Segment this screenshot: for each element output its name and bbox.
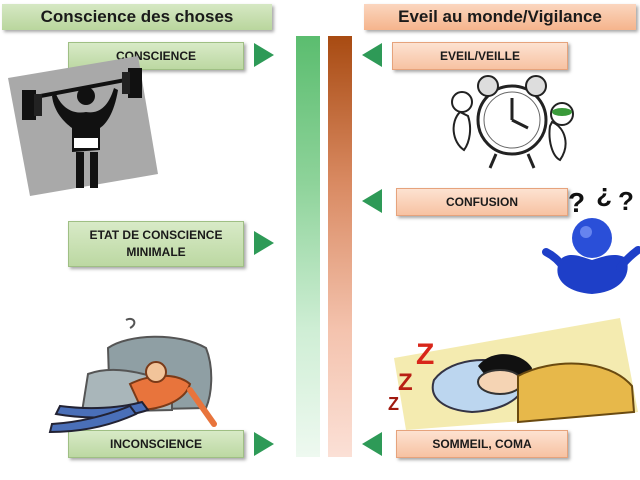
box-eveil-veille: EVEIL/VEILLE bbox=[392, 42, 568, 70]
svg-text:?: ? bbox=[568, 187, 585, 218]
svg-text:Z: Z bbox=[416, 338, 434, 371]
arrow-left-icon bbox=[362, 43, 382, 67]
conscience-gradient-bar bbox=[296, 36, 320, 457]
fainted-man-illustration bbox=[48, 318, 217, 434]
sleeping-child-illustration: Z Z Z bbox=[388, 318, 638, 430]
vigilance-gradient-bar bbox=[328, 36, 352, 457]
header-conscience: Conscience des choses bbox=[2, 4, 272, 30]
arrow-right-icon bbox=[254, 231, 274, 255]
box-etat-conscience-minimale: ETAT DE CONSCIENCE MINIMALE bbox=[68, 221, 244, 267]
arrow-right-icon bbox=[254, 432, 274, 456]
weightlifter-illustration bbox=[8, 56, 158, 196]
svg-text:?: ? bbox=[596, 182, 612, 212]
arrow-left-icon bbox=[362, 189, 382, 213]
box-inconscience: INCONSCIENCE bbox=[68, 430, 244, 458]
arrow-left-icon bbox=[362, 432, 382, 456]
svg-text:?: ? bbox=[618, 186, 634, 216]
svg-text:Z: Z bbox=[398, 369, 413, 396]
header-eveil: Eveil au monde/Vigilance bbox=[364, 4, 636, 30]
box-sommeil-coma: SOMMEIL, COMA bbox=[396, 430, 568, 458]
svg-text:Z: Z bbox=[388, 394, 399, 414]
alarm-clock-illustration bbox=[451, 75, 574, 169]
arrow-right-icon bbox=[254, 43, 274, 67]
box-confusion: CONFUSION bbox=[396, 188, 568, 216]
confused-figure-illustration: ? ? ? bbox=[542, 182, 640, 294]
